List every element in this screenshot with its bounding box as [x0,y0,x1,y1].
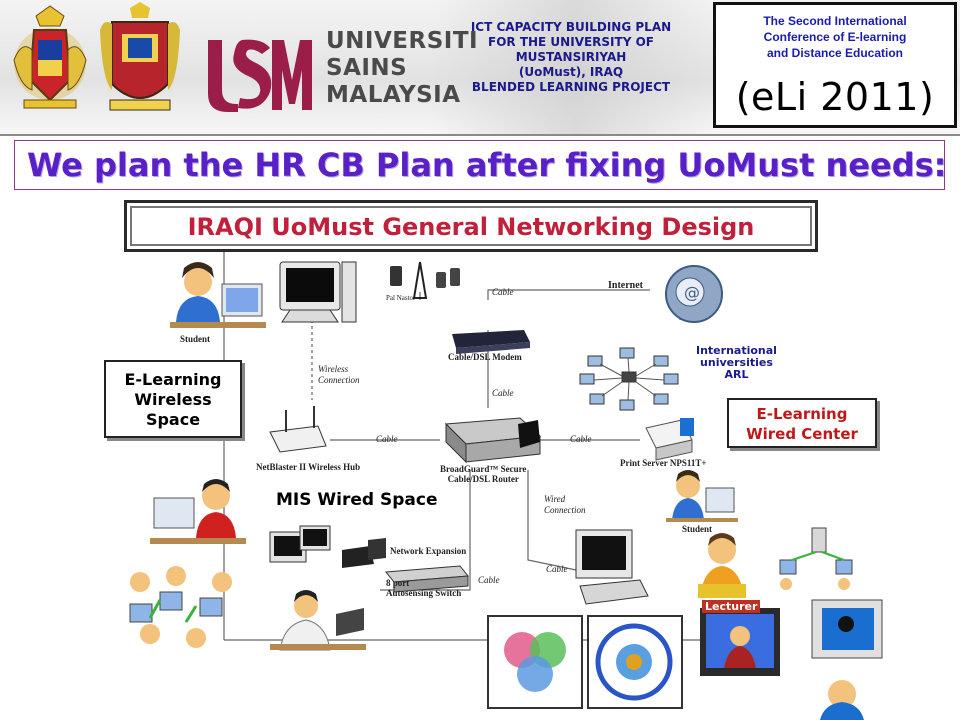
project-title-line: BLENDED LEARNING PROJECT [471,80,671,94]
lecturer-icon [698,533,746,598]
wireless-connection-line: Wireless [318,364,349,374]
diagram-title: IRAQI UoMust General Networking Design [187,213,755,241]
svg-text:@: @ [684,283,700,302]
internet-globe-icon: @ [665,265,723,323]
wireless-connection-label: Wireless Connection [318,364,360,386]
internet-label: Internet [608,280,643,291]
intl-line: ARL [724,368,749,381]
mis-wired-space-label: MIS Wired Space [276,490,438,510]
wireless-box-line: E-Learning [124,370,222,389]
header-graphics [13,2,312,112]
modem-label: Cable/DSL Modem [448,352,522,362]
university-name-line: UNIVERSITI [326,28,479,54]
wired-box-line: Wired Center [746,425,858,443]
network-switch-icon [385,565,469,593]
print-server-label: Print Server NPS11T+ [620,458,707,468]
project-title-line: ICT CAPACITY BUILDING PLAN [470,20,672,34]
laptop-user-icon [270,590,366,651]
intl-line: International [696,344,777,357]
router-label-line: BroadGuard™ Secure [440,464,527,474]
cable-label: Cable [570,434,592,444]
network-expansion-label: Network Expansion [390,546,467,556]
wireless-connection-line: Connection [318,375,360,385]
slide-heading-box: We plan the HR CB Plan after fixing UoMu… [14,140,947,190]
wireless-hub-icon [269,406,327,453]
project-title-line: FOR THE UNIVERSITY OF [488,35,654,49]
wired-connection-line: Wired [544,494,566,504]
conference-line: Conference of E-learning [763,30,907,44]
conference-box: The Second International Conference of E… [713,2,957,128]
router-icon [444,417,542,464]
project-title: ICT CAPACITY BUILDING PLAN FOR THE UNIVE… [440,20,702,95]
pda-label: Pal Nastor [386,294,416,302]
print-server-icon [645,418,694,461]
group-learning-icon [129,566,232,648]
malaysia-coat-of-arms-icon [13,5,87,109]
wireless-box-line: Wireless [134,390,212,409]
wired-connection-label: Wired Connection [544,494,586,516]
cable-label: Cable [492,388,514,398]
university-name-line: SAINS [326,55,408,81]
moodle-badge-icon [587,615,683,709]
wireless-box-line: Space [145,410,201,429]
student-label: Student [180,334,211,344]
slide-heading: We plan the HR CB Plan after fixing UoMu… [27,146,947,184]
desktop-computer-icon [279,261,357,323]
usm-logo-icon [208,39,312,112]
wired-desktop-icon [575,529,649,605]
router-label-line: Cable/DSL Router [447,474,519,484]
conference-line: The Second International [763,14,907,28]
wired-connection-line: Connection [544,505,586,515]
international-network-icon [579,347,679,411]
student-right-icon [666,470,738,522]
switch-label-line: 8 port [386,578,410,588]
switch-label: 8 port Autosensing Switch [386,578,461,598]
video-lecture-icon [700,608,780,676]
learning-circles-icon [487,615,583,709]
conference-name: The Second International Conference of E… [716,13,954,61]
cable-label: Cable [478,575,500,585]
usm-crest-icon [100,2,180,111]
mobile-devices-icon [390,261,460,299]
conference-short-name: (eLi 2011) [735,75,935,119]
video-conference-icon [811,599,883,720]
international-universities-label: International universities ARL [696,345,777,381]
conference-line: and Distance Education [766,46,904,60]
student-computer-icon [170,262,266,328]
header-shade [430,0,720,134]
cable-label: Cable [546,564,568,574]
wired-box-line: E-Learning [756,405,848,423]
header-banner: UNIVERSITI SAINS MALAYSIA ICT CAPACITY B… [0,0,960,136]
intl-line: universities [700,356,773,369]
university-name: UNIVERSITI SAINS MALAYSIA [326,28,478,109]
wireless-hub-label: NetBlaster II Wireless Hub [256,462,361,472]
project-title-line: (UoMust), IRAQ [518,65,624,79]
router-label: BroadGuard™ Secure Cable/DSL Router [440,464,526,484]
mis-worker-icon [150,479,246,544]
diagram-title-box: IRAQI UoMust General Networking Design [124,200,818,252]
wireless-space-box: E-Learning Wireless Space [104,360,242,438]
wired-center-box: E-Learning Wired Center [727,398,877,448]
student-right-label: Student [682,524,713,534]
project-title-line: MUSTANSIRIYAH [515,50,627,64]
switch-label-line: Autosensing Switch [386,588,462,598]
cable-label: Cable [492,287,514,297]
lecturer-label: Lecturer [702,600,761,613]
mis-computers-icon [269,525,386,568]
dsl-modem-icon [452,330,530,354]
cable-label: Cable [376,434,398,444]
university-name-line: MALAYSIA [326,82,461,108]
server-network-icon [779,527,853,590]
